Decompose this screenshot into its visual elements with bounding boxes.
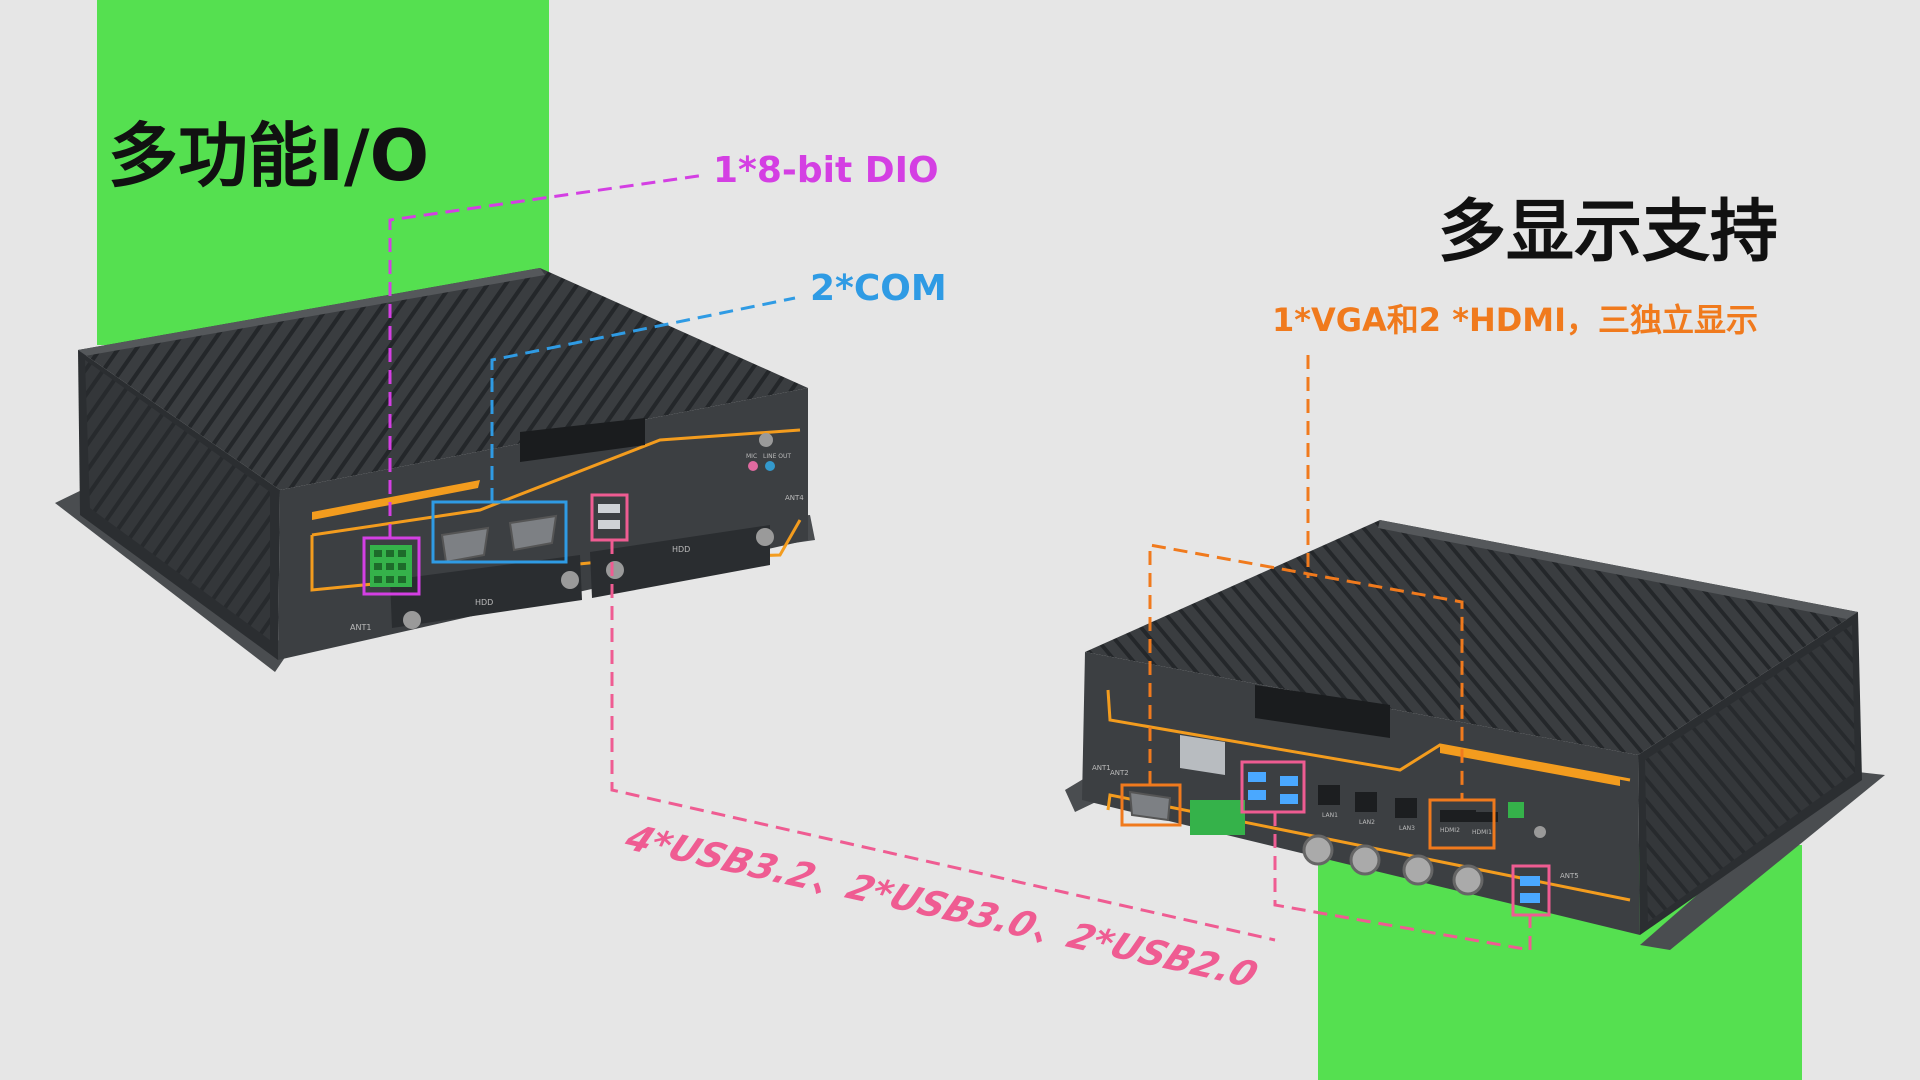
lan-port-3 <box>1395 798 1417 818</box>
hdd-label-2: HDD <box>672 545 690 554</box>
m12-connector-4 <box>1452 864 1484 896</box>
right-usb-port-2 <box>1280 776 1298 786</box>
callout-com <box>431 296 796 564</box>
com-label: 2*COM <box>810 268 947 309</box>
right-title: 多显示支持 <box>1438 193 1779 272</box>
line-out-label: LINE OUT <box>763 453 791 460</box>
com-leader-line <box>490 296 796 502</box>
lan1-label: LAN1 <box>1322 812 1338 819</box>
right-usb-port-3 <box>1248 790 1266 800</box>
right-ant-label-3: ANT5 <box>1560 872 1579 880</box>
dio-leader-line <box>388 173 706 538</box>
com-port-2 <box>508 514 558 552</box>
right-ant-label-1: ANT1 <box>1092 764 1111 772</box>
hdd-bay-2 <box>590 525 770 598</box>
right-usb-port-6 <box>1520 893 1540 903</box>
m12-connector-2 <box>1349 844 1381 876</box>
right-ant-label-2: ANT2 <box>1110 769 1129 777</box>
m12-connector-1 <box>1302 834 1334 866</box>
lan-port-2 <box>1355 792 1377 812</box>
dio-label: 1*8-bit DIO <box>713 150 939 191</box>
com-highlight-box <box>431 500 568 564</box>
right-computer: ANT1 ANT2 ANT5 LAN1 LAN2 LAN3 HDMI2 HDMI… <box>1065 520 1885 950</box>
display-label: 1*VGA和2 *HDMI，三独立显示 <box>1272 301 1759 339</box>
usb-leader-line-main <box>610 540 1276 942</box>
hdd-bay-1 <box>390 555 582 628</box>
left-usb-highlight-box <box>590 493 629 542</box>
lan3-label: LAN3 <box>1399 825 1415 832</box>
left-ant-label: ANT1 <box>350 623 371 632</box>
com-port-1 <box>440 526 490 564</box>
left-usb-port-1 <box>598 504 620 513</box>
left-usb-port-2 <box>598 520 620 529</box>
left-title: 多功能I/O <box>108 115 430 197</box>
lan-port-1 <box>1318 785 1340 805</box>
hdmi2-label: HDMI2 <box>1440 827 1460 834</box>
right-usb-port-1 <box>1248 772 1266 782</box>
mic-label: MIC <box>746 453 757 460</box>
lan2-label: LAN2 <box>1359 819 1375 826</box>
callout-display <box>1120 355 1496 850</box>
right-usb-highlight-box-1 <box>1240 760 1306 814</box>
right-usb-port-5 <box>1520 876 1540 886</box>
m12-connector-3 <box>1402 854 1434 886</box>
hdmi1-label: HDMI1 <box>1472 829 1492 836</box>
left-ant4-label: ANT4 <box>785 494 804 502</box>
callout-dio <box>362 173 706 596</box>
hdmi-port-1 <box>1440 810 1476 822</box>
hdmi-port-2 <box>1470 812 1498 822</box>
hdd-label-1: HDD <box>475 598 493 607</box>
vga-port <box>1128 790 1172 822</box>
left-computer: ANT1 ANT4 HDD HDD MIC LINE OUT <box>55 268 815 672</box>
power-terminal <box>1190 800 1245 835</box>
display-leader-line-vga <box>1148 543 1464 800</box>
usb-leader-line-right <box>1273 812 1532 952</box>
callout-usb <box>590 493 1551 952</box>
right-usb-port-4 <box>1280 794 1298 804</box>
